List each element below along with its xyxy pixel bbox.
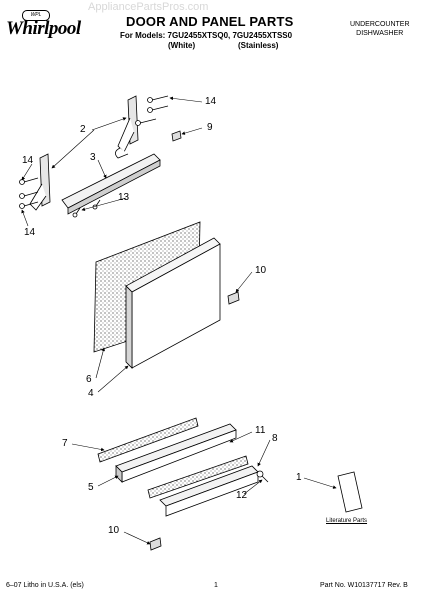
callout-5: 5 (88, 482, 94, 493)
callout-12: 12 (236, 490, 248, 501)
appliance-line-2: DISHWASHER (356, 30, 404, 37)
appliance-type: UNDERCOUNTER DISHWASHER (350, 20, 410, 38)
callout-7: 7 (62, 438, 68, 449)
page-title: DOOR AND PANEL PARTS (126, 14, 294, 29)
watermark: AppliancePartsPros.com (88, 1, 209, 13)
callout-leaders (21, 96, 337, 545)
brand-badge: WPL (22, 10, 50, 21)
right-hinge-screws (135, 95, 169, 126)
right-hinge-bracket (115, 95, 139, 159)
callout-14-left: 14 (22, 155, 34, 166)
appliance-line-1: UNDERCOUNTER (350, 21, 410, 28)
footer-part-number: Part No. W10137717 Rev. B (320, 582, 408, 589)
callout-1: 1 (296, 472, 302, 483)
callout-4: 4 (88, 388, 94, 399)
toe-panel-insulation (97, 417, 199, 463)
literature-booklet (337, 471, 363, 513)
kick-plate-screw (256, 470, 269, 483)
kick-plate-insulation (147, 455, 249, 499)
literature-parts-label: Literature Parts (326, 518, 368, 524)
callout-9: 9 (207, 122, 213, 133)
whirlpool-logo: Whirlpool (6, 18, 81, 39)
callout-10-upper: 10 (255, 265, 267, 276)
hinge-clip (171, 130, 182, 142)
toe-panel-upper (115, 423, 237, 483)
callout-14-top: 14 (205, 96, 217, 107)
callout-11: 11 (255, 425, 266, 436)
left-hinge-screws (19, 177, 39, 209)
rail-screws (72, 199, 101, 218)
callout-6: 6 (86, 374, 92, 385)
variant-stainless: (Stainless) (238, 41, 279, 50)
callout-8: 8 (272, 433, 278, 444)
door-top-rail (61, 153, 161, 215)
callout-3: 3 (90, 152, 96, 163)
outer-door-panel (125, 237, 221, 369)
callout-2: 2 (80, 124, 86, 135)
callout-13: 13 (118, 192, 130, 203)
kick-plate (159, 465, 259, 517)
model-numbers: For Models: 7GU2455XTSQ0, 7GU2455XTSS0 (120, 31, 293, 40)
panel-bracket-lower (149, 537, 162, 551)
panel-bracket-upper (227, 291, 240, 305)
footer-litho: 6–07 Litho in U.S.A. (els) (6, 582, 84, 589)
callout-10-lower: 10 (108, 525, 120, 536)
footer-page-number: 1 (214, 582, 218, 589)
callout-14-bottom: 14 (24, 227, 36, 238)
variant-white: (White) (168, 41, 196, 50)
